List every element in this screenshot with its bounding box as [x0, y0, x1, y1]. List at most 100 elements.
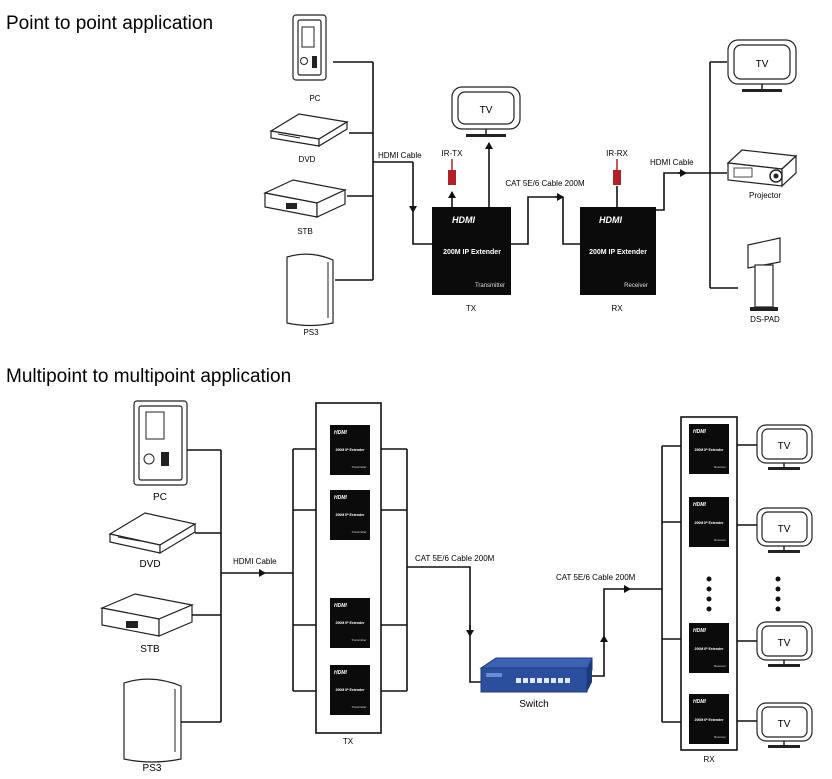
rx-mini-box-1: HDMI 200M IP Extender Receiver	[689, 424, 729, 474]
hdmi-cable-label-left: HDMI Cable	[378, 151, 422, 160]
svg-text:TV: TV	[778, 638, 791, 649]
ps3-console-icon-s2	[123, 678, 182, 763]
pc-tower-icon	[292, 14, 327, 81]
switch-to-rx-lines	[592, 445, 681, 723]
ir-rx-label: IR-RX	[606, 149, 628, 158]
rx-mini-box-2: HDMI 200M IP Extender Receiver	[689, 497, 729, 547]
tx-rack-caption: TX	[343, 737, 354, 746]
svg-text:TV: TV	[778, 524, 791, 535]
tv-right-icon	[727, 39, 797, 92]
tx-caption: TX	[466, 304, 477, 313]
cat-cable-label-s2-left: CAT 5E/6 Cable 200M	[415, 554, 495, 563]
svg-text:200M IP Extender: 200M IP Extender	[695, 521, 725, 525]
svg-text:HDMI: HDMI	[334, 430, 347, 436]
source-label-dvd-s2: DVD	[139, 559, 160, 570]
tx-output-bus-lines	[381, 448, 481, 692]
source-label-ps3-s2: PS3	[143, 763, 162, 774]
rx-box-name: 200M IP Extender	[589, 249, 647, 256]
svg-text:200M IP Extender: 200M IP Extender	[336, 448, 366, 452]
projector-icon	[726, 149, 798, 188]
svg-text:TV: TV	[778, 719, 791, 730]
ps3-console-icon	[286, 253, 334, 327]
tx-extender-box: HDMI 200M IP Extender Transmitter	[432, 207, 511, 295]
tx-box-role: Transmitter	[475, 283, 505, 289]
section2-title: Multipoint to multipoint application	[6, 366, 291, 387]
rx-mini-box-3: HDMI 200M IP Extender Receiver	[689, 623, 729, 673]
rx-extender-box: HDMI 200M IP Extender Receiver	[580, 207, 656, 295]
svg-text:200M IP Extender: 200M IP Extender	[336, 621, 366, 625]
rx-rack-caption: RX	[703, 755, 715, 764]
rx-box-role: Receiver	[624, 283, 648, 289]
tx-mini-box-3: HDMI 200M IP Extender Transmitter	[330, 598, 370, 648]
svg-text:Receiver: Receiver	[714, 664, 726, 668]
tv-right-label: TV	[756, 59, 769, 70]
svg-text:HDMI: HDMI	[334, 670, 347, 676]
svg-text:HDMI: HDMI	[693, 628, 706, 634]
tx-mini-box-4: HDMI 200M IP Extender Transmitter	[330, 665, 370, 715]
tv-icon-s2-2: TV	[756, 507, 813, 553]
tv-top-icon	[451, 86, 521, 137]
svg-text:TV: TV	[778, 441, 791, 452]
dvd-player-icon	[269, 113, 349, 148]
tv-icon-s2-1: TV	[756, 424, 813, 470]
cat-cable-line-s1	[511, 193, 580, 245]
output-bus-lines	[656, 61, 738, 289]
cat-cable-label-s2-right: CAT 5E/6 Cable 200M	[556, 573, 636, 582]
rx-mini-box-4: HDMI 200M IP Extender Receiver	[689, 694, 729, 744]
source-label-pc-s2: PC	[153, 492, 167, 503]
svg-text:HDMI: HDMI	[693, 502, 706, 508]
svg-text:HDMI: HDMI	[334, 603, 347, 609]
source-label-stb: STB	[297, 227, 313, 236]
svg-text:200M IP Extender: 200M IP Extender	[695, 647, 725, 651]
ir-tx-label: IR-TX	[442, 149, 464, 158]
rx-hdmi-logo: HDMI	[599, 215, 622, 225]
svg-text:HDMI: HDMI	[693, 429, 706, 435]
source-label-dvd: DVD	[299, 155, 316, 164]
source-label-stb-s2: STB	[140, 644, 160, 655]
svg-text:Transmitter: Transmitter	[351, 465, 366, 469]
svg-text:200M IP Extender: 200M IP Extender	[336, 688, 366, 692]
rx-continuation-dots	[706, 576, 712, 612]
rx-to-tv-lines	[737, 444, 757, 722]
ds-pad-kiosk-icon	[747, 237, 781, 311]
svg-text:Receiver: Receiver	[714, 538, 726, 542]
pc-tower-icon-s2	[133, 400, 188, 486]
ir-rx-sensor-icon	[613, 159, 621, 207]
svg-text:HDMI: HDMI	[693, 699, 706, 705]
svg-text:200M IP Extender: 200M IP Extender	[336, 513, 366, 517]
source-bus-lines	[333, 61, 432, 281]
svg-text:Receiver: Receiver	[714, 465, 726, 469]
tv-top-label: TV	[480, 105, 493, 116]
set-top-box-icon-s2	[99, 593, 195, 637]
output-label-ds-pad: DS-PAD	[750, 315, 780, 324]
svg-text:Transmitter: Transmitter	[351, 530, 366, 534]
svg-text:Transmitter: Transmitter	[351, 705, 366, 709]
svg-text:200M IP Extender: 200M IP Extender	[695, 448, 725, 452]
tx-hdmi-logo: HDMI	[452, 215, 475, 225]
section1-title: Point to point application	[6, 13, 213, 34]
svg-text:HDMI: HDMI	[334, 495, 347, 501]
tx-mini-box-1: HDMI 200M IP Extender Transmitter	[330, 425, 370, 475]
tv-icon-s2-4: TV	[756, 702, 813, 748]
tx-mini-box-2: HDMI 200M IP Extender Transmitter	[330, 490, 370, 540]
source-bus-lines-s2	[181, 448, 316, 723]
set-top-box-icon	[263, 179, 347, 218]
svg-text:Receiver: Receiver	[714, 735, 726, 739]
tv-icon-s2-3: TV	[756, 621, 813, 667]
cat-cable-label-s1: CAT 5E/6 Cable 200M	[505, 179, 585, 188]
dvd-player-icon-s2	[108, 512, 197, 555]
source-label-pc: PC	[309, 94, 320, 103]
rx-caption: RX	[611, 304, 623, 313]
svg-text:Transmitter: Transmitter	[351, 638, 366, 642]
ir-tx-sensor-icon	[448, 159, 456, 207]
tx-box-name: 200M IP Extender	[443, 249, 501, 256]
svg-text:200M IP Extender: 200M IP Extender	[695, 718, 725, 722]
switch-label: Switch	[519, 699, 548, 710]
hdmi-cable-label-right: HDMI Cable	[650, 158, 694, 167]
source-label-ps3: PS3	[303, 328, 319, 337]
hdmi-cable-label-s2: HDMI Cable	[233, 557, 277, 566]
tv-continuation-dots	[775, 576, 781, 612]
output-label-projector: Projector	[749, 191, 781, 200]
network-switch-icon	[479, 657, 593, 693]
